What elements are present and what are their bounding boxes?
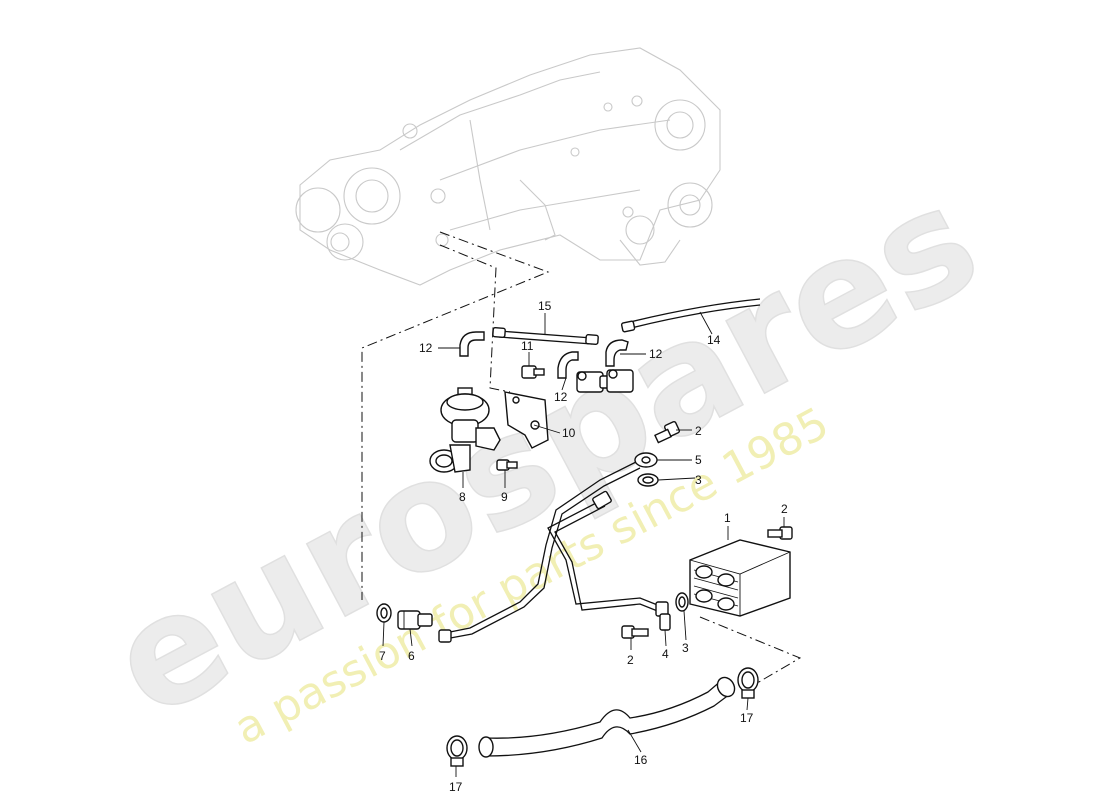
part-8-valve[interactable] (429, 387, 501, 473)
callout-labels: 1 2 2 2 3 3 4 5 6 7 8 9 10 11 12 12 12 1… (379, 299, 788, 794)
callout-1: 1 (724, 511, 731, 525)
part-9-bolt[interactable] (496, 459, 518, 471)
callout-17-right: 17 (740, 711, 754, 725)
part-1-oil-cooler[interactable] (689, 539, 791, 617)
callout-7: 7 (379, 649, 386, 663)
part-17-clamp-left[interactable] (446, 735, 468, 767)
part-12-elbow-left[interactable] (459, 331, 485, 357)
part-11-bolt[interactable] (521, 365, 545, 379)
callout-8: 8 (459, 490, 466, 504)
callout-12-center: 12 (554, 390, 568, 404)
transmission-housing (295, 47, 721, 286)
part-12-elbow-center[interactable] (557, 351, 579, 379)
leader-lines (382, 311, 785, 777)
callout-12-right: 12 (649, 347, 663, 361)
callout-4: 4 (662, 647, 669, 661)
callout-6: 6 (408, 649, 415, 663)
part-6-fitting[interactable] (397, 610, 433, 630)
callout-2-lower: 2 (627, 653, 634, 667)
part-17-clamp-right[interactable] (737, 667, 759, 699)
callout-2-right: 2 (781, 502, 788, 516)
part-12-elbow-right[interactable] (605, 339, 629, 367)
part-5-banjo-fitting[interactable] (634, 452, 658, 468)
part-15-hose[interactable] (492, 327, 599, 345)
callout-15: 15 (538, 299, 552, 313)
callout-12-left: 12 (419, 341, 433, 355)
part-2-bolt-lower[interactable] (621, 625, 649, 639)
callout-10: 10 (562, 426, 576, 440)
callout-2-upper: 2 (695, 424, 702, 438)
part-10-bracket[interactable] (504, 391, 549, 449)
callout-9: 9 (501, 490, 508, 504)
callout-16: 16 (634, 753, 648, 767)
watermark-brand: eurospares (85, 153, 1004, 752)
callout-3-upper: 3 (695, 473, 702, 487)
callout-17-left: 17 (449, 780, 463, 794)
part-3-seal-lower[interactable] (675, 592, 689, 612)
part-7-seal-ring[interactable] (376, 603, 392, 623)
callout-5: 5 (695, 453, 702, 467)
part-16-coolant-hose[interactable] (478, 674, 738, 758)
part-2-bolt-upper[interactable] (654, 420, 681, 444)
callout-3-lower: 3 (682, 641, 689, 655)
callout-11: 11 (521, 339, 534, 353)
callout-14: 14 (707, 333, 721, 347)
part-14-hose[interactable] (620, 298, 761, 333)
part-2-bolt-right[interactable] (767, 526, 793, 540)
part-4-fitting[interactable] (659, 613, 671, 631)
part-3-seal-upper[interactable] (637, 473, 659, 487)
watermark: eurospares a passion for parts since 198… (84, 152, 1005, 755)
oil-pipe-assembly[interactable] (438, 461, 669, 643)
solenoid-valve-right[interactable] (606, 369, 634, 393)
